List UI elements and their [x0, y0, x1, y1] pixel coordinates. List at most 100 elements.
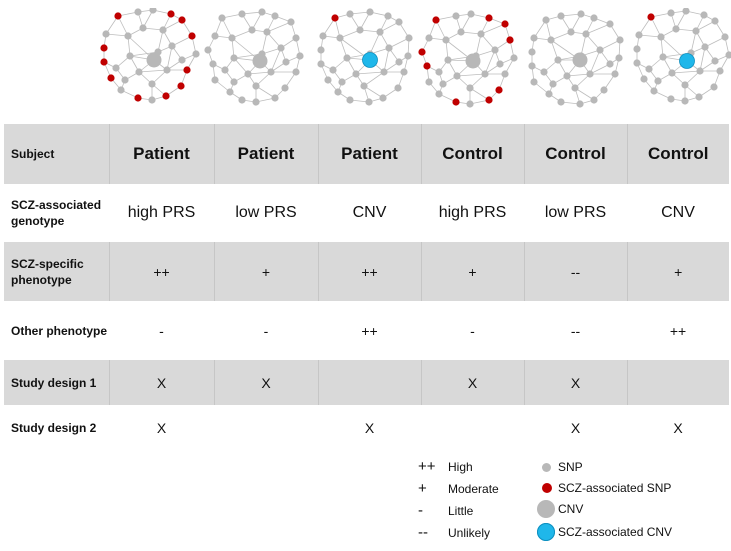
snp-node — [557, 98, 565, 106]
genotype-cell: high PRS — [438, 204, 507, 221]
scz-snp-node — [506, 36, 514, 44]
snp-node — [501, 70, 509, 78]
network-edge — [221, 17, 233, 39]
snp-node — [379, 94, 387, 102]
snp-node — [135, 68, 143, 76]
study-design-1-cell — [626, 360, 729, 405]
snp-node — [645, 65, 653, 73]
snp-node — [606, 60, 614, 68]
snp-node — [582, 30, 590, 38]
snp-node — [496, 60, 504, 68]
snp-node — [577, 10, 585, 18]
scz-snp-node — [100, 58, 108, 66]
snp-node — [139, 24, 147, 32]
subject-label: Subject — [4, 124, 109, 184]
snp-node — [439, 80, 447, 88]
study-design-2-cell: X — [673, 420, 683, 436]
legend-level-label: High — [448, 460, 473, 474]
genotype-cell: low PRS — [544, 204, 607, 221]
network-edge — [117, 15, 129, 37]
snp-node — [395, 58, 403, 66]
snp-node — [466, 100, 474, 108]
snp-node — [725, 51, 731, 59]
snp-node — [557, 12, 565, 20]
snp-node — [346, 96, 354, 104]
snp-node — [481, 70, 489, 78]
study-design-table: Subject Patient Patient Patient Control … — [4, 124, 729, 451]
snp-node — [277, 44, 285, 52]
other-phenotype-row: Other phenotype - - ++ - -- ++ — [4, 301, 729, 360]
snp-node — [238, 10, 246, 18]
snp-node — [405, 34, 413, 42]
snp-node — [343, 54, 351, 62]
snp-node — [549, 80, 557, 88]
network-edge — [255, 85, 276, 99]
scz-snp-node — [485, 14, 493, 22]
scz-snp-node — [501, 20, 509, 28]
legend-level-label: Little — [448, 504, 474, 518]
network-edge — [533, 19, 547, 39]
snp-node — [635, 31, 643, 39]
subject-cell: Patient — [108, 124, 214, 184]
legend-node-cnv: CNV — [558, 502, 584, 516]
genotype-cell: high PRS — [127, 204, 196, 221]
cnv-node — [572, 52, 588, 68]
snp-node — [258, 8, 266, 16]
snp-node — [491, 46, 499, 54]
network-edge — [369, 31, 381, 55]
snp-node — [442, 36, 450, 44]
snp-node — [360, 82, 368, 90]
snp-node — [547, 36, 555, 44]
snp-node — [329, 66, 337, 74]
scz-snp-node — [162, 92, 170, 100]
snp-node — [650, 87, 658, 95]
snp-node — [192, 50, 200, 58]
network-edge — [599, 39, 621, 51]
snp-node — [600, 86, 608, 94]
snp-node — [168, 42, 176, 50]
snp-node — [317, 60, 325, 68]
snp-node — [267, 68, 275, 76]
network-diagrams — [0, 0, 731, 120]
snp-node — [667, 95, 675, 103]
genotype-label: SCZ-associated genotype — [11, 198, 102, 228]
snp-node — [148, 96, 156, 104]
network-edge — [261, 31, 268, 55]
subject-cell: Control — [626, 124, 729, 184]
snp-node — [696, 67, 704, 75]
scz-phenotype-cell: ++ — [108, 242, 214, 301]
snp-node — [124, 32, 132, 40]
network-edge — [484, 49, 496, 75]
network-edge — [469, 87, 490, 101]
study-design-1-cell: X — [420, 360, 524, 405]
scz-snp-node — [452, 98, 460, 106]
genotype-cell: low PRS — [235, 204, 297, 221]
snp-node — [394, 84, 402, 92]
network-edge — [266, 21, 292, 33]
subject-row: Subject Patient Patient Patient Control … — [4, 124, 729, 184]
snp-node — [435, 68, 443, 76]
other-phenotype-cell: -- — [570, 322, 581, 339]
network-edge — [566, 73, 591, 77]
snp-node — [287, 18, 295, 26]
snp-node — [567, 28, 575, 36]
snp-node — [226, 88, 234, 96]
study-design-2-row: Study design 2 X X X X — [4, 405, 729, 451]
snp-node — [554, 56, 562, 64]
snp-node — [425, 34, 433, 42]
snp-node — [148, 80, 156, 88]
network-edge — [638, 16, 652, 36]
snp-node — [633, 45, 641, 53]
scz-phenotype-cell: ++ — [317, 242, 421, 301]
snp-node — [701, 43, 709, 51]
cnv-node — [252, 53, 268, 69]
legend-node-scz-cnv: SCZ-associated CNV — [558, 525, 673, 539]
snp-node — [721, 33, 729, 41]
network-diagram — [528, 10, 624, 108]
scz-snp-node — [177, 82, 185, 90]
network-edge — [171, 35, 193, 47]
scz-snp-node — [178, 16, 186, 24]
snp-node — [252, 82, 260, 90]
snp-node — [356, 26, 364, 34]
snp-node — [528, 48, 536, 56]
